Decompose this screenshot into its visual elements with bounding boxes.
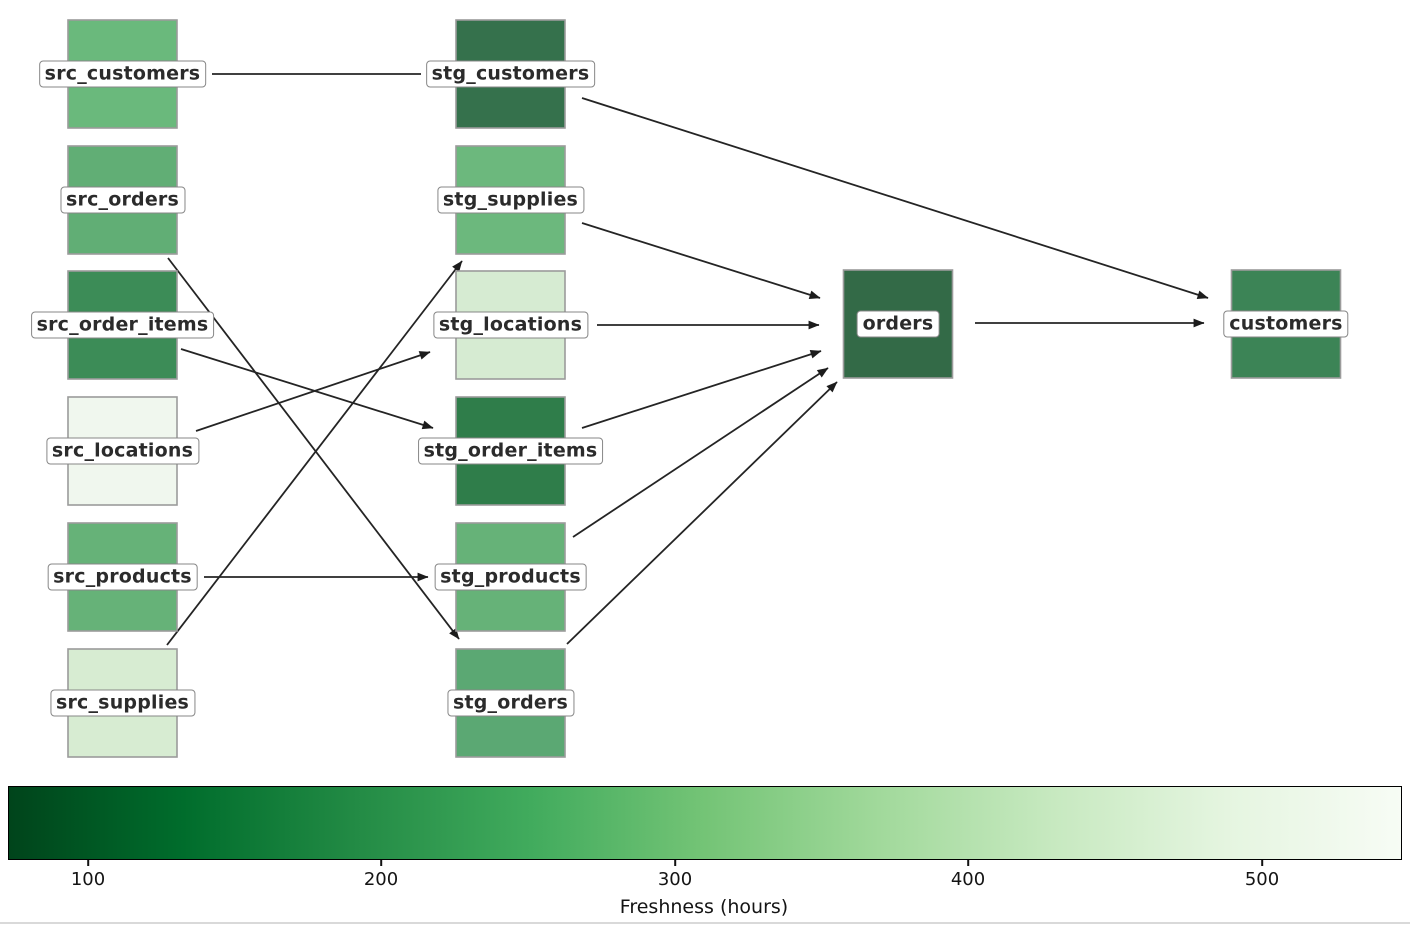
colorbar-tick-100 [87, 860, 89, 866]
edge-src_orders-stg_orders [167, 257, 460, 640]
node-label-stg_supplies: stg_supplies [436, 186, 585, 214]
node-label-src_orders: src_orders [59, 186, 186, 214]
colorbar-ticklabel-100: 100 [70, 869, 106, 890]
node-label-stg_locations: stg_locations [432, 311, 589, 339]
edge-src_supplies-stg_supplies [166, 260, 463, 646]
colorbar-axis-label: Freshness (hours) [619, 896, 789, 918]
edge-src_locations-stg_locations [195, 351, 431, 432]
edges-layer [166, 73, 1209, 646]
node-label-stg_order_items: stg_order_items [417, 437, 604, 465]
figure-bottom-border [0, 922, 1410, 924]
colorbar-tick-400 [967, 860, 969, 866]
node-label-src_locations: src_locations [45, 437, 200, 465]
edge-stg_orders-orders [566, 381, 838, 645]
edge-stg_supplies-orders [581, 222, 821, 300]
edge-src_order_items-stg_order_items [180, 348, 434, 430]
edge-stg_customers-customers [581, 97, 1209, 300]
colorbar-tick-300 [674, 860, 676, 866]
colorbar-tick-200 [380, 860, 382, 866]
colorbar-ticklabel-300: 300 [657, 869, 693, 890]
colorbar-ticklabel-400: 400 [950, 869, 986, 890]
node-label-src_supplies: src_supplies [49, 689, 196, 717]
edge-stg_order_items-orders [581, 350, 822, 429]
node-label-src_products: src_products [47, 563, 198, 591]
colorbar-gradient [8, 786, 1402, 860]
node-label-stg_customers: stg_customers [425, 60, 596, 88]
node-label-customers: customers [1223, 310, 1349, 338]
edge-stg_products-orders [572, 367, 829, 538]
colorbar-ticklabel-500: 500 [1244, 869, 1280, 890]
node-label-src_order_items: src_order_items [30, 311, 215, 339]
node-label-stg_orders: stg_orders [446, 689, 575, 717]
colorbar-ticklabel-200: 200 [363, 869, 399, 890]
colorbar-tick-500 [1261, 860, 1263, 866]
node-label-orders: orders [856, 310, 940, 338]
node-label-stg_products: stg_products [434, 563, 587, 591]
node-label-src_customers: src_customers [38, 60, 207, 88]
